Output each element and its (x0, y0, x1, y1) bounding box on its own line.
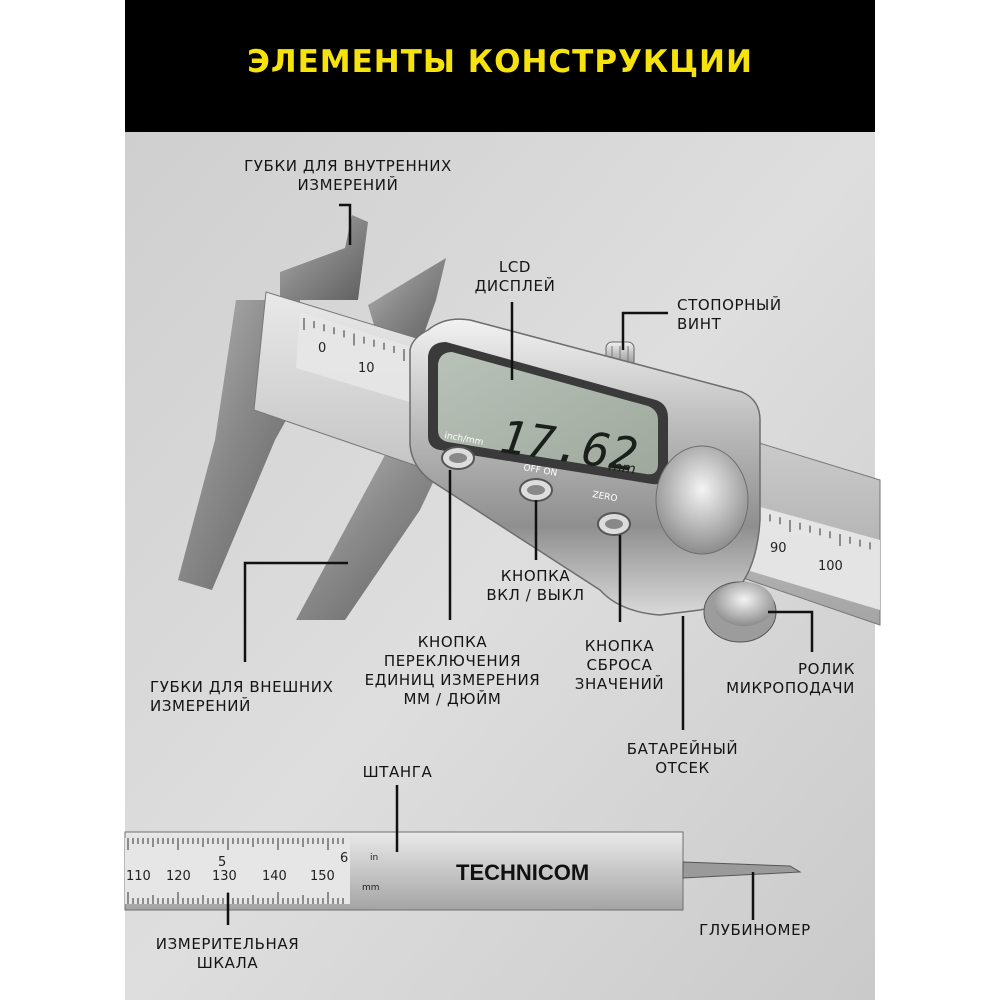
lower-mm-label-140: 140 (262, 869, 287, 884)
movable-inner-jaw (368, 258, 446, 345)
callout-lock-screw (621, 311, 668, 350)
label-beam-line1: ШТАНГА (362, 763, 433, 781)
header-bar: ЭЛЕМЕНТЫ КОНСТРУКЦИИ (125, 0, 875, 132)
lower-scale-ticks (127, 838, 344, 904)
label-lock-screw: СТОПОРНЫЙ ВИНТ (677, 296, 797, 334)
label-roller-line2: МИКРОПОДАЧИ (726, 679, 855, 697)
zero-label: ZERO (591, 490, 618, 504)
upper-scale-label-0: 0 (318, 341, 326, 356)
lower-mm-label-130: 130 (212, 869, 237, 884)
label-lcd: LCD ДИСПЛЕЙ (470, 258, 560, 296)
label-on-off-line1: КНОПКА (500, 567, 571, 585)
page-title: ЭЛЕМЕНТЫ КОНСТРУКЦИИ (247, 44, 753, 80)
lcd-screen (438, 352, 658, 475)
label-lock-screw-line2: ВИНТ (677, 315, 722, 333)
label-outer-jaws-line2: ИЗМЕРЕНИЙ (150, 697, 251, 715)
lower-scale-strip (125, 838, 350, 904)
lower-mm-label-120: 120 (166, 869, 191, 884)
lcd-unit: mm (607, 458, 636, 478)
label-battery-line2: ОТСЕК (655, 759, 710, 777)
label-depth-line1: ГЛУБИНОМЕР (699, 921, 811, 939)
label-battery-line1: БАТАРЕЙНЫЙ (626, 740, 739, 758)
label-inner-jaws: ГУБКИ ДЛЯ ВНУТРЕННИХ ИЗМЕРЕНИЙ (233, 157, 463, 195)
lower-mm-label-110: 110 (126, 869, 151, 884)
lower-inch-label-6: 6 (340, 851, 348, 866)
upper-scale-strip-right (730, 500, 880, 610)
label-depth-gauge: ГЛУБИНОМЕР (690, 921, 820, 940)
label-lcd-line1: LCD (498, 258, 532, 276)
lower-mm-label-150: 150 (310, 869, 335, 884)
lower-unit-in: in (370, 853, 378, 863)
label-inner-jaws-line1: ГУБКИ ДЛЯ ВНУТРЕННИХ (244, 157, 452, 175)
label-scale-line2: ШКАЛА (196, 954, 259, 972)
callout-inner-jaws (339, 203, 352, 245)
movable-outer-jaw (296, 455, 446, 620)
depth-gauge-rod (682, 861, 802, 879)
upper-scale-label-10: 10 (358, 361, 375, 376)
lower-unit-mm: mm (362, 883, 380, 893)
fixed-inner-jaw (280, 215, 368, 300)
label-main-scale: ИЗМЕРИТЕЛЬНАЯ ШКАЛА (140, 935, 315, 973)
label-outer-jaws: ГУБКИ ДЛЯ ВНЕШНИХ ИЗМЕРЕНИЙ (150, 678, 350, 716)
thumb-roller-face (714, 582, 774, 626)
on-off-button-core (527, 485, 545, 495)
battery-cover[interactable] (655, 445, 749, 555)
label-reset-line3: ЗНАЧЕНИЙ (574, 675, 665, 693)
label-outer-jaws-line1: ГУБКИ ДЛЯ ВНЕШНИХ (150, 678, 334, 696)
label-lock-screw-line1: СТОПОРНЫЙ (677, 296, 782, 314)
label-unit-switch-line3: ЕДИНИЦ ИЗМЕРЕНИЯ (364, 671, 541, 689)
label-unit-switch-line1: КНОПКА (417, 633, 488, 651)
label-reset-line1: КНОПКА (584, 637, 655, 655)
upper-scale-strip (296, 312, 440, 410)
label-reset-line2: СБРОСА (586, 656, 653, 674)
label-thumb-roller: РОЛИК МИКРОПОДАЧИ (705, 660, 855, 698)
label-scale-line1: ИЗМЕРИТЕЛЬНАЯ (155, 935, 300, 953)
inch-mm-button-core (449, 453, 467, 463)
label-on-off-button: КНОПКА ВКЛ / ВЫКЛ (478, 567, 593, 605)
label-on-off-line2: ВКЛ / ВЫКЛ (486, 586, 585, 604)
label-beam: ШТАНГА (355, 763, 440, 782)
callout-lines (226, 203, 814, 925)
upper-scale-label-90: 90 (770, 541, 787, 556)
label-inner-jaws-line2: ИЗМЕРЕНИЙ (297, 176, 399, 194)
callout-outer-jaws (243, 561, 348, 662)
label-roller-line1: РОЛИК (797, 660, 855, 678)
label-lcd-line2: ДИСПЛЕЙ (474, 277, 556, 295)
label-battery: БАТАРЕЙНЫЙ ОТСЕК (615, 740, 750, 778)
callout-roller (768, 610, 814, 652)
label-unit-switch-line2: ПЕРЕКЛЮЧЕНИЯ (383, 652, 522, 670)
label-unit-switch-line4: ММ / ДЮЙМ (403, 690, 502, 708)
label-unit-switch: КНОПКА ПЕРЕКЛЮЧЕНИЯ ЕДИНИЦ ИЗМЕРЕНИЯ ММ … (355, 633, 550, 709)
lower-inch-label-5: 5 (218, 855, 226, 870)
zero-button-core (605, 519, 623, 529)
upper-scale-label-100: 100 (818, 559, 843, 574)
label-reset-button: КНОПКА СБРОСА ЗНАЧЕНИЙ (562, 637, 677, 694)
brand-logo: TECHNICOM (456, 860, 589, 885)
